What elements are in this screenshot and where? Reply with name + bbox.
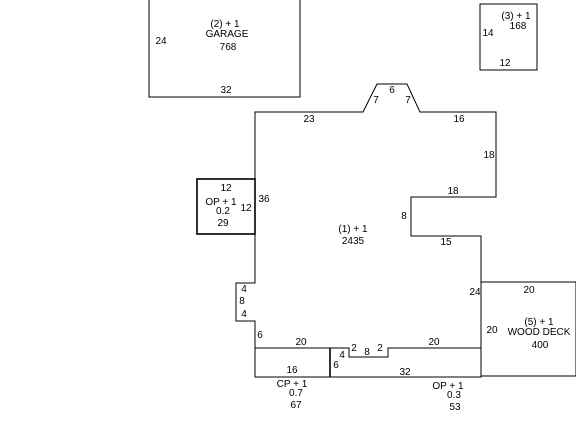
op-left-outline bbox=[196, 178, 256, 235]
op-left-area-value: 29 bbox=[217, 218, 229, 229]
unit3-outline bbox=[479, 3, 538, 71]
main-dim-left: 36 bbox=[258, 194, 270, 205]
main-dim-jog-side: 4 bbox=[339, 350, 345, 361]
garage-code: (2) + 1 bbox=[210, 19, 240, 30]
wood-deck-area-value: 400 bbox=[532, 340, 549, 351]
main-dim-bottom-left: 20 bbox=[295, 337, 307, 348]
op-bottom-factor: 0.3 bbox=[447, 390, 461, 401]
cp-dim-top: 16 bbox=[286, 365, 298, 376]
main-dim-jog-c: 2 bbox=[377, 343, 383, 354]
op-bottom-dim-top: 32 bbox=[399, 367, 411, 378]
unit3-dim-bottom: 12 bbox=[499, 58, 511, 69]
unit3-area: (3) + 1 168 14 12 bbox=[479, 3, 538, 71]
cp-dim-side: 6 bbox=[333, 360, 339, 371]
wood-deck-dim-left: 20 bbox=[486, 325, 498, 336]
main-dim-step-top: 18 bbox=[447, 186, 459, 197]
main-code: (1) + 1 bbox=[338, 224, 368, 235]
cp-factor: 0.7 bbox=[289, 388, 303, 399]
garage-name: GARAGE bbox=[206, 29, 249, 40]
main-dim-notch-bottom: 4 bbox=[241, 309, 247, 320]
main-dim-left-lower: 6 bbox=[257, 330, 263, 341]
wood-deck-name: WOOD DECK bbox=[508, 327, 571, 338]
op-left-factor: 0.2 bbox=[216, 206, 230, 217]
wood-deck-code: (5) + 1 bbox=[524, 317, 554, 328]
op-bottom-area-value: 53 bbox=[449, 402, 461, 413]
op-bottom-area: 32 OP + 1 0.3 53 bbox=[330, 348, 482, 413]
wood-deck-area: 20 (5) + 1 WOOD DECK 400 20 bbox=[480, 281, 576, 377]
wood-deck-outline bbox=[480, 281, 576, 377]
main-dim-step-bottom: 15 bbox=[440, 237, 452, 248]
op-left-area: 12 OP + 1 0.2 29 12 bbox=[196, 178, 256, 235]
op-left-dim-right: 12 bbox=[240, 203, 252, 214]
main-dim-notch-side: 8 bbox=[239, 296, 245, 307]
cp-area: 16 6 CP + 1 0.7 67 bbox=[254, 347, 339, 411]
cp-area-value: 67 bbox=[290, 400, 302, 411]
unit3-area-value: 168 bbox=[510, 21, 527, 32]
main-dim-bay-left: 7 bbox=[373, 95, 379, 106]
cp-code: CP + 1 bbox=[277, 379, 308, 390]
op-bottom-outline bbox=[330, 348, 482, 378]
main-dim-jog-b: 8 bbox=[364, 347, 370, 358]
op-bottom-code: OP + 1 bbox=[432, 381, 464, 392]
garage-area: (2) + 1 GARAGE 768 24 32 bbox=[148, 0, 301, 98]
unit3-dim-left: 14 bbox=[482, 28, 494, 39]
main-dim-top-right: 16 bbox=[453, 114, 465, 125]
main-dim-top-left: 23 bbox=[303, 114, 315, 125]
garage-outline bbox=[148, 0, 301, 98]
main-dim-jog-a: 2 bbox=[351, 343, 357, 354]
garage-area-value: 768 bbox=[220, 42, 237, 53]
main-dim-notch-top: 4 bbox=[241, 284, 247, 295]
garage-dim-left: 24 bbox=[155, 36, 167, 47]
main-dim-bay-right: 7 bbox=[405, 95, 411, 106]
main-dim-bottom-right: 20 bbox=[428, 337, 440, 348]
unit3-code: (3) + 1 bbox=[501, 11, 531, 22]
main-area-value: 2435 bbox=[342, 236, 365, 247]
op-left-dim-top: 12 bbox=[220, 183, 232, 194]
garage-dim-bottom: 32 bbox=[220, 85, 232, 96]
op-left-code: OP + 1 bbox=[205, 197, 237, 208]
main-dim-step-side: 8 bbox=[401, 211, 407, 222]
main-dim-right-upper: 18 bbox=[483, 150, 495, 161]
wood-deck-dim-top: 20 bbox=[523, 285, 535, 296]
main-dim-bay-top: 6 bbox=[389, 85, 395, 96]
main-dim-right-lower: 24 bbox=[469, 287, 481, 298]
main-area: (1) + 1 2435 7 6 7 23 16 18 18 8 15 36 2… bbox=[235, 83, 497, 361]
